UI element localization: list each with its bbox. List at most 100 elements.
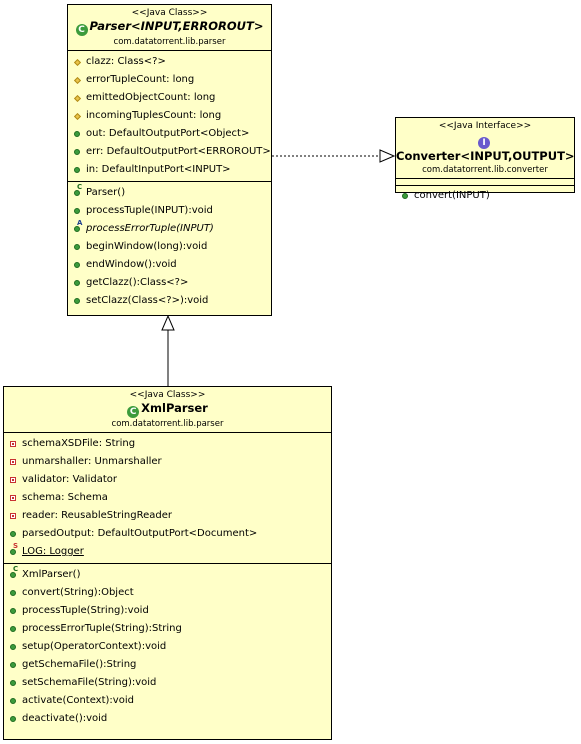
fields-compartment (396, 179, 574, 186)
field-row[interactable]: reader: ReusableStringReader (4, 507, 331, 525)
method-text: endWindow():void (86, 259, 177, 270)
method-text: Parser() (86, 187, 126, 198)
method-text: setClazz(Class<?>):void (86, 295, 209, 306)
package-name: com.datatorrent.lib.converter (422, 165, 548, 175)
public-visibility-icon (10, 608, 16, 614)
public-visibility-icon (10, 572, 16, 578)
method-row[interactable]: convert(String):Object (4, 584, 331, 602)
package-name: com.datatorrent.lib.parser (113, 37, 226, 47)
public-visibility-icon (10, 698, 16, 704)
field-row[interactable]: schemaXSDFile: String (4, 435, 331, 453)
interface-icon: I (478, 137, 490, 149)
field-row[interactable]: err: DefaultOutputPort<ERROROUT> (68, 143, 271, 161)
field-text: LOG: Logger (22, 546, 84, 557)
protected-visibility-icon (73, 76, 82, 85)
private-visibility-icon (10, 513, 16, 519)
field-row[interactable]: out: DefaultOutputPort<Object> (68, 125, 271, 143)
class-icon: C (75, 24, 88, 36)
field-text: reader: ReusableStringReader (22, 510, 172, 521)
modifier-a-icon: A (77, 219, 83, 227)
method-text: processErrorTuple(INPUT) (86, 223, 214, 234)
public-visibility-icon (10, 531, 16, 537)
field-text: out: DefaultOutputPort<Object> (86, 128, 250, 139)
field-text: emittedObjectCount: long (86, 92, 216, 103)
public-visibility-icon (74, 149, 80, 155)
method-text: XmlParser() (22, 569, 81, 580)
field-text: errorTupleCount: long (86, 74, 195, 85)
method-row[interactable]: processErrorTuple(String):String (4, 620, 331, 638)
method-text: getClazz():Class<?> (86, 277, 189, 288)
method-row[interactable]: beginWindow(long):void (68, 238, 271, 256)
public-visibility-icon (10, 662, 16, 668)
field-row[interactable]: in: DefaultInputPort<INPUT> (68, 161, 271, 179)
stereotype: <<Java Class>> (131, 8, 208, 18)
method-text: setSchemaFile(String):void (22, 677, 157, 688)
method-row[interactable]: convert(INPUT) (396, 187, 574, 205)
method-row[interactable]: setup(OperatorContext):void (4, 638, 331, 656)
public-visibility-icon (74, 280, 80, 286)
field-text: validator: Validator (22, 474, 117, 485)
field-text: incomingTuplesCount: long (86, 110, 222, 121)
modifier-s-icon: S (13, 542, 19, 550)
field-text: in: DefaultInputPort<INPUT> (86, 164, 231, 175)
field-row[interactable]: unmarshaller: Unmarshaller (4, 453, 331, 471)
interface-converter[interactable]: <<Java Interface>> IConverter<INPUT,OUTP… (395, 117, 575, 201)
field-row[interactable]: validator: Validator (4, 471, 331, 489)
field-text: err: DefaultOutputPort<ERROROUT> (86, 146, 271, 157)
method-row[interactable]: endWindow():void (68, 256, 271, 274)
public-visibility-icon (10, 716, 16, 722)
method-text: deactivate():void (22, 713, 108, 724)
modifier-c-icon: C (13, 565, 19, 573)
public-visibility-icon (10, 680, 16, 686)
protected-visibility-icon (73, 112, 82, 121)
field-text: schemaXSDFile: String (22, 438, 136, 449)
method-row[interactable]: setSchemaFile(String):void (4, 674, 331, 692)
modifier-c-icon: C (77, 183, 83, 191)
method-row[interactable]: getSchemaFile():String (4, 656, 331, 674)
interface-name-text: Converter<INPUT,OUTPUT> (396, 149, 575, 163)
method-row[interactable]: processTuple(String):void (4, 602, 331, 620)
field-row[interactable]: clazz: Class<?> (68, 53, 271, 71)
interface-header: <<Java Interface>> IConverter<INPUT,OUTP… (396, 118, 575, 179)
private-visibility-icon (10, 495, 16, 501)
realization-arrowhead (379, 149, 396, 163)
stereotype: <<Java Interface>> (438, 121, 532, 131)
field-text: parsedOutput: DefaultOutputPort<Document… (22, 528, 258, 539)
field-row[interactable]: incomingTuplesCount: long (68, 107, 271, 125)
method-row[interactable]: setClazz(Class<?>):void (68, 292, 271, 310)
field-row[interactable]: errorTupleCount: long (68, 71, 271, 89)
public-visibility-icon (74, 167, 80, 173)
class-name-text: XmlParser (141, 401, 208, 415)
field-text: unmarshaller: Unmarshaller (22, 456, 162, 467)
field-row[interactable]: parsedOutput: DefaultOutputPort<Document… (4, 525, 331, 543)
public-visibility-icon (74, 131, 80, 137)
private-visibility-icon (10, 441, 16, 447)
field-text: schema: Schema (22, 492, 108, 503)
field-row[interactable]: schema: Schema (4, 489, 331, 507)
method-row[interactable]: processTuple(INPUT):void (68, 202, 271, 220)
public-visibility-icon (10, 590, 16, 596)
method-row[interactable]: deactivate():void (4, 710, 331, 728)
generalization-arrowhead (161, 314, 175, 331)
interface-name: IConverter<INPUT,OUTPUT> (396, 132, 575, 164)
method-row[interactable]: activate(Context):void (4, 692, 331, 710)
field-row[interactable]: emittedObjectCount: long (68, 89, 271, 107)
protected-visibility-icon (73, 94, 82, 103)
public-visibility-icon (74, 262, 80, 268)
method-text: processErrorTuple(String):String (22, 623, 182, 634)
class-icon: C (127, 406, 140, 418)
fields-compartment: clazz: Class<?> errorTupleCount: long emit… (68, 51, 271, 182)
method-row[interactable]: getClazz():Class<?> (68, 274, 271, 292)
public-visibility-icon (402, 193, 408, 199)
field-text: clazz: Class<?> (86, 56, 166, 67)
